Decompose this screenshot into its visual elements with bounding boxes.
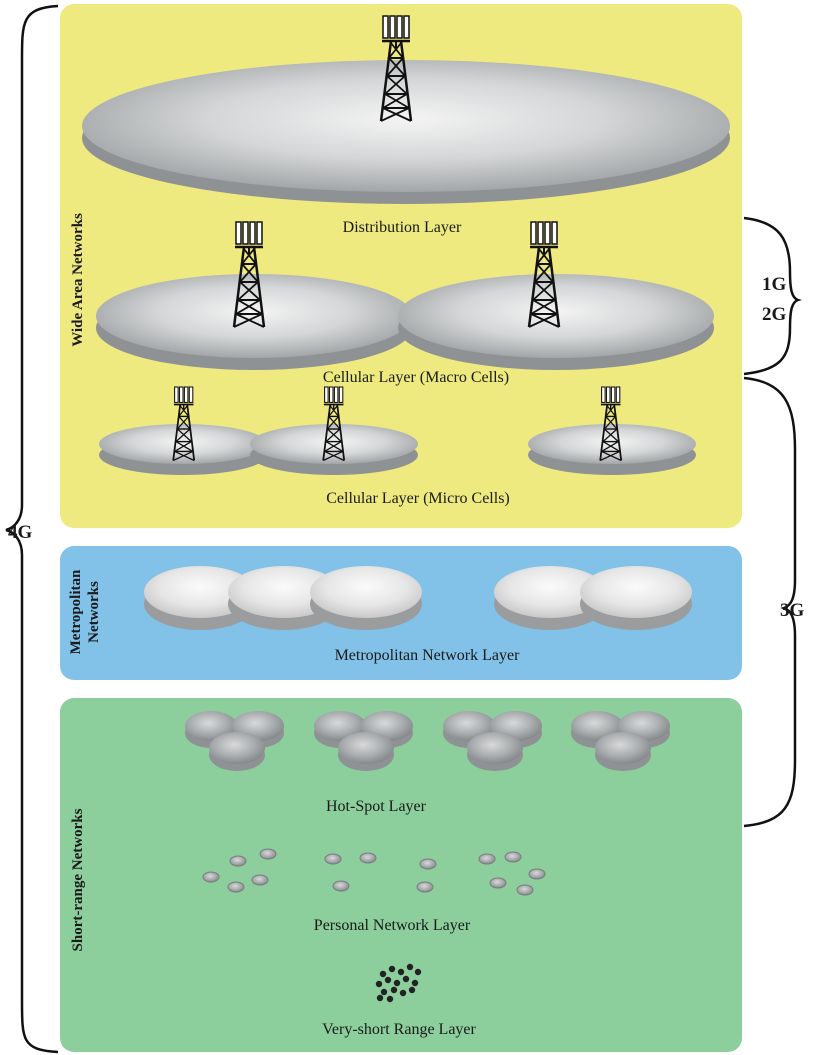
coverage-disc-icon xyxy=(209,732,265,771)
coverage-disc-icon xyxy=(580,566,692,630)
metropolitan-network-layer-label: Metropolitan Network Layer xyxy=(335,647,521,664)
macro-cells-layer: Cellular Layer (Macro Cells) xyxy=(96,220,714,386)
wide-area-networks-label: Wide Area Networks xyxy=(70,213,86,347)
short-range-region xyxy=(60,698,742,1052)
hot-spot-layer: Hot-Spot Layer xyxy=(185,711,670,815)
coverage-disc-icon xyxy=(82,60,730,204)
generation-1g-label: 1G xyxy=(762,274,787,295)
distribution-layer-label: Distribution Layer xyxy=(343,219,462,236)
generation-4g-label: 4G xyxy=(8,522,33,543)
generation-3g-label: 3G xyxy=(780,600,805,621)
bracket-4g xyxy=(5,4,59,1054)
micro-cells-label: Cellular Layer (Micro Cells) xyxy=(326,490,510,507)
coverage-disc-icon xyxy=(99,424,267,475)
coverage-disc-icon xyxy=(96,274,412,370)
personal-devices xyxy=(202,848,546,896)
personal-network-layer: Personal Network Layer xyxy=(202,848,546,934)
short-range-networks-label: Short-range Networks xyxy=(70,808,86,951)
macro-cells-label: Cellular Layer (Macro Cells) xyxy=(323,369,509,386)
metropolitan-network-layer: Metropolitan Network Layer xyxy=(144,566,692,664)
coverage-disc-icon xyxy=(595,732,651,771)
device-dot-icon xyxy=(375,963,422,1003)
very-short-range-layer-label: Very-short Range Layer xyxy=(322,1021,476,1038)
coverage-disc-icon xyxy=(310,566,422,630)
coverage-disc-icon xyxy=(494,566,606,630)
hot-spot-layer-label: Hot-Spot Layer xyxy=(326,798,427,815)
metropolitan-networks-label-line1: Metropolitan xyxy=(68,569,84,654)
metropolitan-networks-label-line2: Networks xyxy=(86,581,102,643)
hotspot-cluster xyxy=(185,711,284,771)
coverage-disc-icon xyxy=(467,732,523,771)
coverage-disc-icon xyxy=(250,424,418,475)
distribution-layer: Distribution Layer xyxy=(82,14,730,236)
coverage-disc-icon xyxy=(144,566,256,630)
hotspot-cluster xyxy=(314,711,413,771)
bracket-1g-2g xyxy=(743,216,802,376)
personal-network-layer-label: Personal Network Layer xyxy=(314,917,471,934)
very-short-range-layer: Very-short Range Layer xyxy=(322,963,477,1038)
coverage-disc-icon xyxy=(398,274,714,370)
micro-cells-layer: Cellular Layer (Micro Cells) xyxy=(99,386,696,507)
coverage-disc-icon xyxy=(528,424,696,475)
hotspot-cluster xyxy=(571,711,670,771)
bracket-3g xyxy=(743,376,797,828)
coverage-disc-icon xyxy=(338,732,394,771)
generation-2g-label: 2G xyxy=(762,304,787,325)
hotspot-cluster xyxy=(443,711,542,771)
